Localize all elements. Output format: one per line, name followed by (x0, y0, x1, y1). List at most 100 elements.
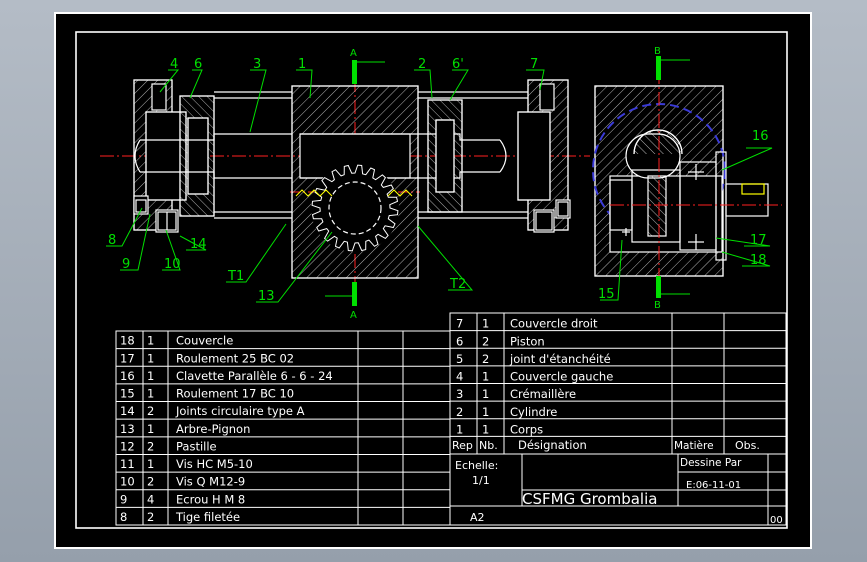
echelle-value: 1/1 (472, 474, 490, 487)
part-rep-cell: 10 (120, 475, 135, 489)
callout-8: 8 (108, 233, 116, 248)
part-nb-cell: 2 (482, 334, 489, 348)
echelle-label: Echelle: (455, 459, 498, 472)
part-rep-cell: 5 (456, 352, 463, 366)
callout-16: 16 (752, 129, 769, 144)
section-mark-a: A A (325, 48, 385, 321)
header-designation: Désignation (518, 438, 587, 452)
part-nb-cell: 1 (482, 422, 489, 436)
drawing-number: E:06-11-01 (686, 480, 741, 491)
part-rep-cell: 8 (120, 510, 127, 524)
school-name: CSFMG Grombalia (522, 490, 657, 508)
part-nb-cell: 1 (147, 422, 154, 436)
part-designation-cell: Tige filetée (175, 510, 240, 524)
callout-9: 9 (122, 257, 130, 272)
part-nb-cell: 1 (482, 405, 489, 419)
rack-teeth (295, 189, 413, 197)
drawing-frame (75, 31, 788, 529)
part-nb-cell: 1 (482, 387, 489, 401)
part-designation-cell: Piston (510, 334, 545, 348)
part-designation-cell: Vis HC M5-10 (176, 457, 253, 471)
callout-6: 6 (194, 57, 202, 72)
part-rep-cell: 1 (456, 422, 463, 436)
part-designation-cell: Crémaillère (510, 387, 576, 401)
section-b-bottom-label: B (654, 300, 661, 311)
part-designation-cell: Couvercle gauche (510, 370, 613, 384)
callout-2: 2 (418, 57, 426, 72)
part-rep-cell: 17 (120, 351, 135, 365)
part-designation-cell: joint d'étanchéité (509, 352, 611, 366)
part-nb-cell: 2 (482, 352, 489, 366)
part-designation-cell: Roulement 17 BC 10 (176, 387, 294, 401)
part-rep-cell: 15 (120, 387, 135, 401)
callout-14: 14 (190, 237, 207, 252)
section-a-top-label: A (350, 48, 357, 59)
pinion-teeth (311, 164, 399, 252)
callout-17: 17 (750, 233, 767, 248)
part-nb-cell: 1 (147, 334, 154, 348)
header-obs: Obs. (735, 439, 760, 452)
header-nb: Nb. (479, 439, 498, 452)
part-designation-cell: Cylindre (510, 405, 557, 419)
part-designation-cell: Clavette Parallèle 6 - 6 - 24 (176, 369, 333, 383)
callout-t2: T2 (449, 277, 466, 292)
callout-3: 3 (253, 57, 261, 72)
part-designation-cell: Pastille (176, 440, 217, 454)
section-b-top-label: B (654, 46, 661, 57)
part-designation-cell: Couvercle droit (510, 317, 598, 331)
front-section-view (100, 78, 590, 282)
side-section-view (592, 70, 782, 292)
callout-13: 13 (258, 289, 275, 304)
part-rep-cell: 2 (456, 405, 463, 419)
callout-18: 18 (750, 253, 767, 268)
part-rep-cell: 7 (456, 317, 463, 331)
part-rep-cell: 18 (120, 334, 135, 348)
part-designation-cell: Arbre-Pignon (176, 422, 250, 436)
callout-t1: T1 (227, 269, 244, 284)
part-rep-cell: 6 (456, 334, 463, 348)
part-designation-cell: Vis Q M12-9 (176, 475, 245, 489)
callout-labels: 4 6 3 1 2 6' 7 8 9 10 14 T1 13 T2 16 17 … (108, 57, 769, 304)
part-rep-cell: 4 (456, 370, 463, 384)
part-nb-cell: 1 (482, 317, 489, 331)
part-rep-cell: 3 (456, 387, 463, 401)
part-nb-cell: 1 (147, 369, 154, 383)
title-block: Rep Nb. Désignation Matière Obs. Echelle… (452, 438, 783, 526)
callout-15: 15 (598, 287, 615, 302)
part-nb-cell: 1 (482, 370, 489, 384)
part-nb-cell: 1 (147, 457, 154, 471)
header-matiere: Matière (674, 440, 714, 452)
part-rep-cell: 11 (120, 457, 135, 471)
part-nb-cell: 2 (147, 404, 154, 418)
part-designation-cell: Ecrou H M 8 (176, 492, 245, 506)
callout-7: 7 (530, 57, 538, 72)
section-mark-b: B B (654, 46, 690, 311)
part-designation-cell: Roulement 25 BC 02 (176, 351, 294, 365)
part-designation-cell: Couvercle (176, 334, 233, 348)
callout-10: 10 (164, 257, 181, 272)
parts-list-right: 7 1 Couvercle droit 6 2 Piston 5 2 joint d'étanc… (449, 312, 787, 526)
part-nb-cell: 2 (147, 510, 154, 524)
part-rep-cell: 14 (120, 404, 135, 418)
part-rep-cell: 16 (120, 369, 135, 383)
leader-lines (106, 69, 773, 303)
callout-1: 1 (298, 57, 306, 72)
callout-6-prime: 6' (452, 57, 464, 72)
callout-4: 4 (170, 57, 178, 72)
part-rep-cell: 12 (120, 440, 135, 454)
part-rep-cell: 9 (120, 492, 127, 506)
part-designation-cell: Corps (510, 422, 543, 436)
section-a-bottom-label: A (350, 310, 357, 321)
part-nb-cell: 1 (147, 387, 154, 401)
part-nb-cell: 1 (147, 351, 154, 365)
header-rep: Rep (452, 439, 473, 452)
part-nb-cell: 2 (147, 440, 154, 454)
format-label: A2 (470, 511, 485, 524)
sheet-number: 00 (770, 515, 783, 526)
part-designation-cell: Joints circulaire type A (175, 404, 305, 418)
dessine-par: Dessine Par (680, 457, 742, 469)
part-nb-cell: 4 (147, 492, 154, 506)
part-rep-cell: 13 (120, 422, 135, 436)
